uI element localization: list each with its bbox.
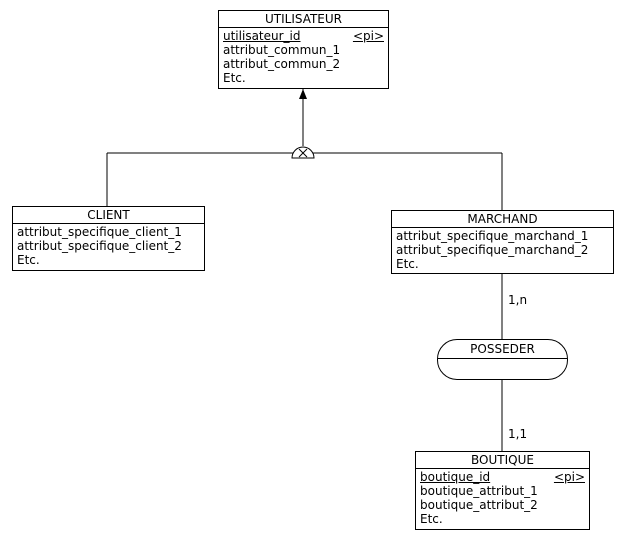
entity-client[interactable]: CLIENT attribut_specifique_client_1 attr… bbox=[12, 206, 205, 271]
identifier-tag: <pi> bbox=[553, 470, 585, 484]
entity-title: CLIENT bbox=[13, 207, 204, 224]
attribute-row: attribut_commun_2 bbox=[223, 57, 341, 71]
attribute-row: attribut_commun_1 bbox=[223, 43, 341, 57]
attribute-row: Etc. bbox=[396, 257, 419, 271]
entity-title: BOUTIQUE bbox=[416, 452, 589, 469]
inheritance-arrowhead bbox=[299, 89, 307, 99]
attribute-row: utilisateur_id <pi> bbox=[223, 29, 384, 43]
attribute-row: boutique_attribut_1 bbox=[420, 484, 538, 498]
attribute-row: Etc. bbox=[17, 253, 40, 267]
entity-marchand[interactable]: MARCHAND attribut_specifique_marchand_1 … bbox=[391, 210, 614, 274]
primary-key-attribute: utilisateur_id bbox=[223, 29, 301, 43]
entity-utilisateur[interactable]: UTILISATEUR utilisateur_id <pi> attribut… bbox=[218, 10, 389, 89]
entity-title: UTILISATEUR bbox=[219, 11, 388, 28]
attribute-row: attribut_specifique_client_2 bbox=[17, 239, 182, 253]
identifier-tag: <pi> bbox=[352, 29, 384, 43]
attribute-row: attribut_specifique_marchand_1 bbox=[396, 229, 589, 243]
attribute-row: attribut_specifique_marchand_2 bbox=[396, 243, 589, 257]
relationship-posseder[interactable]: POSSEDER bbox=[437, 339, 568, 380]
exclusive-inheritance-icon bbox=[291, 146, 315, 159]
primary-key-attribute: boutique_id bbox=[420, 470, 491, 484]
attribute-row: attribut_specifique_client_1 bbox=[17, 225, 182, 239]
entity-boutique[interactable]: BOUTIQUE boutique_id <pi> boutique_attri… bbox=[415, 451, 590, 530]
attribute-row: boutique_id <pi> bbox=[420, 470, 585, 484]
cardinality-boutique: 1,1 bbox=[508, 427, 528, 441]
cardinality-marchand: 1,n bbox=[508, 293, 528, 307]
attribute-row: Etc. bbox=[420, 512, 443, 526]
entity-title: MARCHAND bbox=[392, 211, 613, 228]
attribute-row: boutique_attribut_2 bbox=[420, 498, 538, 512]
attribute-row: Etc. bbox=[223, 71, 246, 85]
relationship-title: POSSEDER bbox=[438, 340, 567, 359]
